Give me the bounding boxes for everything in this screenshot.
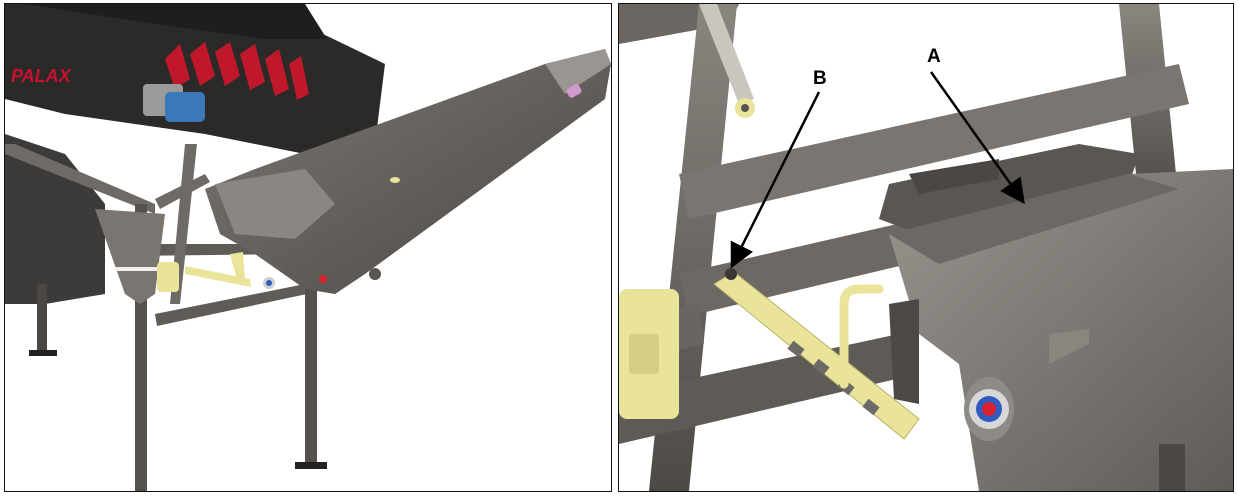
callout-a-arrow: [929, 71, 1025, 205]
detail-panel: A B: [618, 3, 1234, 492]
upper-cross-beam: [679, 64, 1189, 219]
leg: [37, 284, 47, 354]
red-cap: [319, 275, 327, 283]
bearing-cap-center: [266, 280, 272, 286]
callout-b-arrow: [730, 91, 821, 269]
frame-rail: [5, 144, 155, 214]
pin: [115, 267, 157, 271]
overview-panel: PALAX: [4, 3, 612, 492]
yellow-handle: [230, 252, 245, 280]
frame-crossbar: [155, 284, 307, 326]
tail-end-plate: [545, 49, 611, 94]
leg-foot: [295, 462, 327, 469]
bearing-cap-center: [982, 402, 996, 416]
hinge-slot-bracket: [909, 159, 999, 194]
callout-a-label: A: [927, 46, 941, 67]
brand-logo: PALAX: [11, 66, 72, 86]
tail-roller-cap: [566, 84, 582, 98]
machine-overview-drawing: PALAX: [5, 4, 611, 491]
fastener-b: [725, 268, 737, 280]
red-fingers: [165, 42, 309, 100]
yellow-bracket: [157, 262, 179, 292]
conveyor-body: [5, 4, 385, 174]
mounting-bracket: [889, 299, 919, 404]
leg-foot: [29, 350, 57, 356]
tail-hinge-plate: [215, 169, 335, 239]
callout-b-label: B: [813, 68, 827, 89]
leg: [1159, 444, 1185, 491]
swing-arm: [699, 4, 754, 104]
yellow-lock-plate: [185, 266, 251, 287]
leg: [305, 279, 317, 464]
yellow-handle: [839, 284, 884, 389]
hopper: [95, 209, 165, 304]
swing-arm-bolt: [741, 104, 749, 112]
gear-motor: [165, 92, 205, 122]
yellow-bracket-inner: [629, 334, 659, 374]
bolt-head: [369, 268, 381, 280]
chute-lip: [889, 174, 1179, 264]
conveyor-top-cover: [25, 4, 327, 39]
tail-fastener: [390, 177, 400, 183]
folding-tail-conveyor: [205, 49, 611, 294]
side-tab: [1049, 329, 1089, 364]
locking-mechanism-detail-drawing: A B: [619, 4, 1233, 491]
